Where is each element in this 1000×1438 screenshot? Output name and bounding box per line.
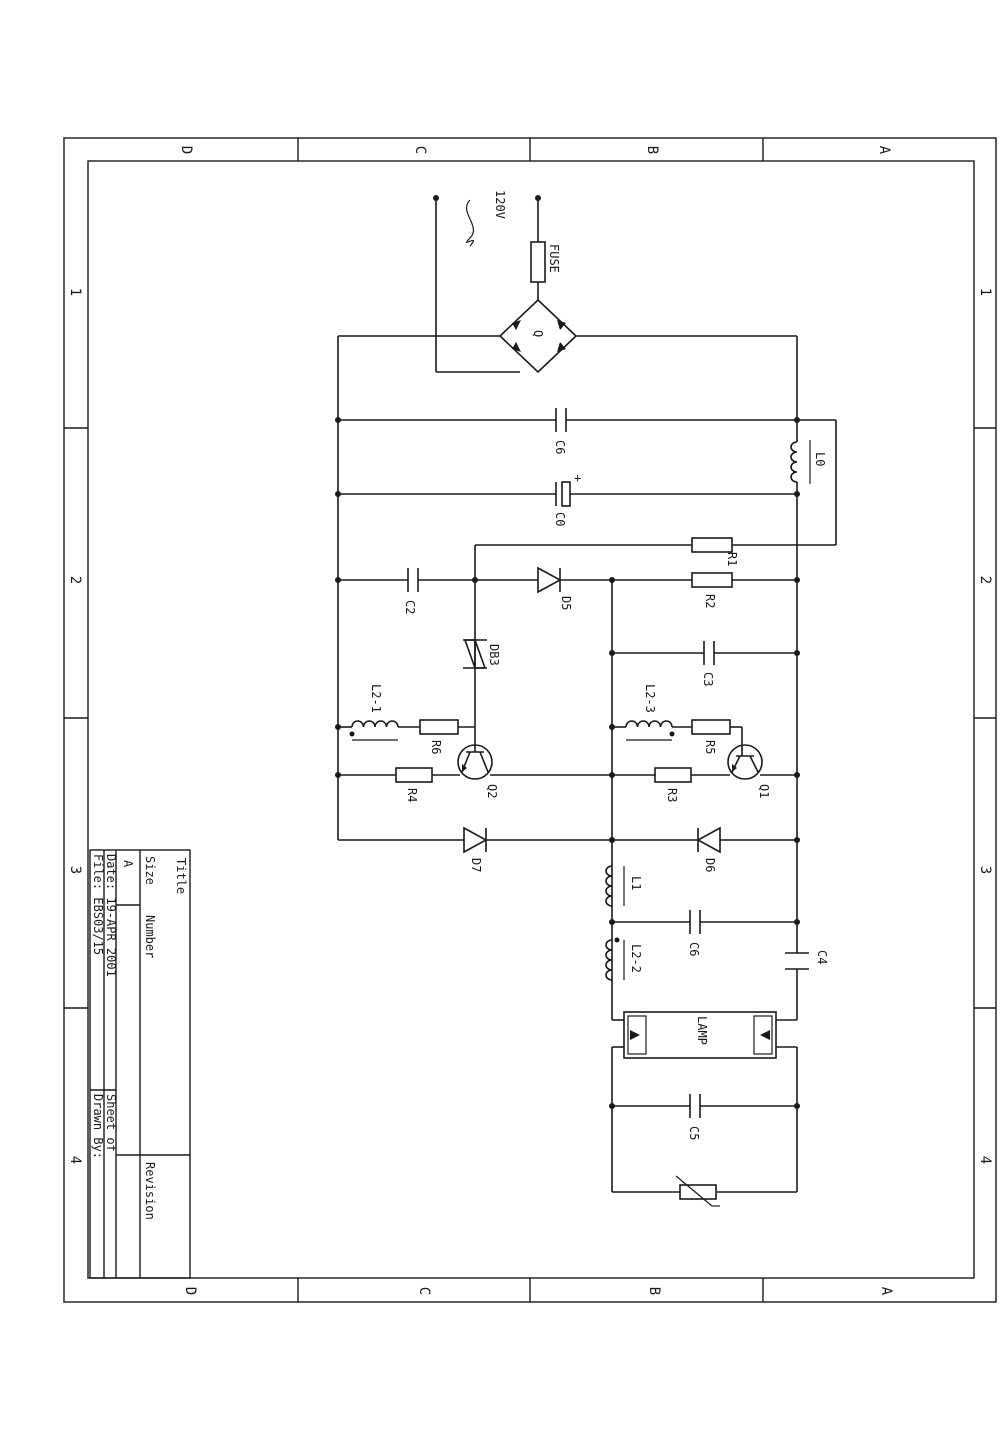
capacitor-c3 [703, 641, 715, 665]
resistor-r6 [419, 719, 459, 735]
wiring [337, 198, 837, 1193]
date-line: Date: 19-APR 2001 [104, 854, 118, 977]
capacitor-c2 [407, 568, 419, 592]
r1-label: R1 [725, 552, 739, 566]
zone-right-1: 1 [977, 288, 993, 296]
c4-label: C4 [815, 950, 829, 964]
r6-label: R6 [429, 740, 443, 754]
capacitor-c4 [785, 952, 809, 970]
zone-left-4: 4 [67, 1156, 83, 1164]
zone-right-2: 2 [977, 576, 993, 584]
capacitor-c0-electrolytic: + [555, 471, 581, 507]
zone-top-c: C [412, 146, 428, 154]
c2-label: C2 [403, 600, 417, 614]
resistor-r2 [691, 572, 733, 588]
sheet-line: Sheet of [104, 1094, 118, 1152]
c5-label: C5 [687, 1126, 701, 1140]
zone-top-d: D [178, 146, 194, 154]
resistor-r3 [654, 767, 692, 783]
fuse [530, 241, 546, 283]
inductor-l1 [605, 865, 625, 907]
lamp [623, 1011, 777, 1059]
d7-label: D7 [469, 858, 483, 872]
c6-middle-label: C6 [687, 942, 701, 956]
resistor-r1 [691, 537, 733, 553]
zone-bottom-b: B [646, 1287, 662, 1295]
inductor-l2-1 [349, 720, 399, 741]
lamp-label: LAMP [695, 1016, 709, 1045]
q1-label: Q1 [757, 784, 771, 798]
drawing-frame [63, 137, 997, 1303]
diode-d7 [463, 826, 488, 854]
q2-label: Q2 [485, 784, 499, 798]
ac-source-symbol [465, 199, 475, 247]
zone-top-a: A [876, 146, 892, 155]
revision-label: Revision [143, 1162, 157, 1220]
svg-text:+: + [574, 471, 581, 485]
c6-top-label: C6 [553, 440, 567, 454]
size-label: Size [143, 856, 157, 885]
l2-3-label: L2-3 [643, 684, 657, 713]
d5-label: D5 [559, 596, 573, 610]
zone-bottom-c: C [416, 1287, 432, 1295]
zone-left-2: 2 [67, 576, 83, 584]
supply-voltage-label: 120V [493, 190, 507, 219]
inductor-l2-2 [605, 937, 625, 981]
r3-label: R3 [665, 788, 679, 802]
zone-top-b: B [644, 146, 660, 154]
zone-bottom-d: D [182, 1287, 198, 1295]
zone-right-4: 4 [977, 1156, 993, 1164]
l2-1-label: L2-1 [369, 684, 383, 713]
l2-2-label: L2-2 [629, 944, 643, 973]
zone-bottom-a: A [878, 1287, 894, 1296]
junction-dots [335, 195, 800, 1109]
bridge-rectifier [498, 298, 578, 374]
c3-label: C3 [701, 672, 715, 686]
title-label: Title [174, 858, 188, 894]
size-value: A [121, 860, 135, 868]
diode-d5 [537, 566, 562, 594]
zone-right-3: 3 [977, 866, 993, 874]
diode-d6 [696, 826, 721, 854]
capacitor-c6-middle [689, 910, 701, 934]
transistor-q1 [727, 744, 763, 780]
capacitor-c6-top [555, 408, 567, 432]
drawn-line: Drawn By: [91, 1094, 105, 1159]
inductor-l2-3 [625, 720, 675, 741]
zone-left-1: 1 [67, 288, 83, 296]
transistor-q2 [457, 744, 493, 780]
d6-label: D6 [703, 858, 717, 872]
title-block [89, 849, 191, 1279]
thermistor-ptc [675, 1175, 720, 1207]
bridge-label: Q [531, 330, 545, 337]
r5-label: R5 [703, 740, 717, 754]
l0-label: L0 [813, 452, 827, 466]
file-line: File: EBS03/15 [91, 854, 105, 955]
resistor-r4 [395, 767, 433, 783]
fuse-label: FUSE [547, 244, 561, 273]
resistor-r5 [691, 719, 731, 735]
l1-label: L1 [629, 876, 643, 890]
zone-left-3: 3 [67, 866, 83, 874]
inductor-l0 [790, 441, 798, 483]
c0-label: C0 [553, 512, 567, 526]
capacitor-c5 [689, 1094, 701, 1118]
r2-label: R2 [703, 594, 717, 608]
r4-label: R4 [405, 788, 419, 802]
db3-label: DB3 [487, 644, 501, 666]
number-label: Number [143, 915, 157, 958]
diac-db3 [463, 639, 487, 669]
